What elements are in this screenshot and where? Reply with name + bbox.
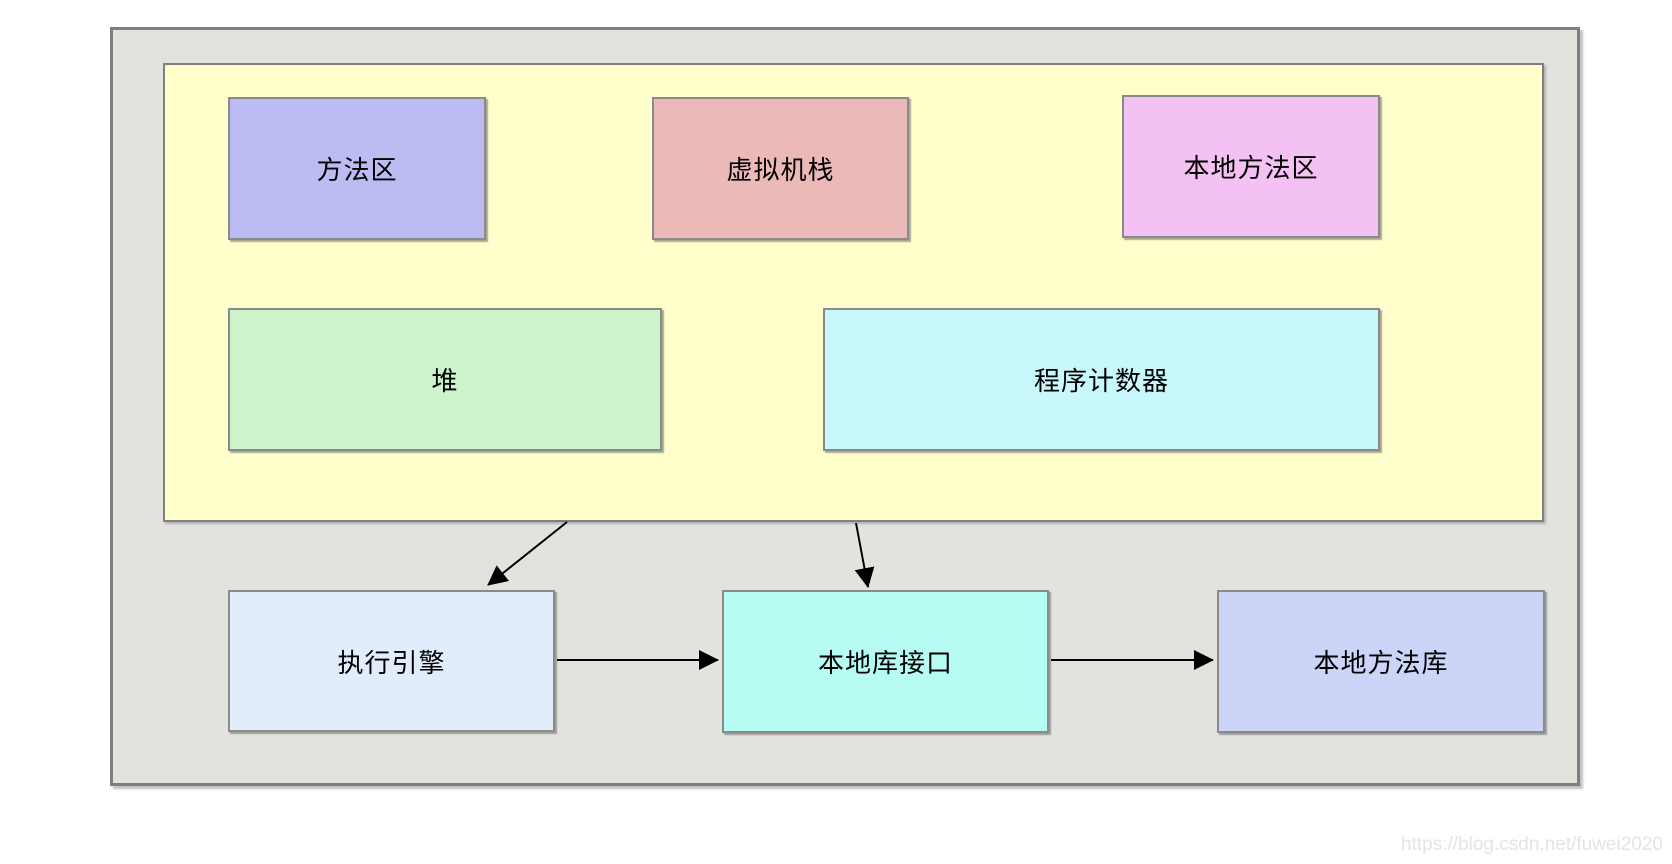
box-native-method-library: 本地方法库 <box>1217 590 1545 733</box>
box-execution-engine: 执行引擎 <box>228 590 555 732</box>
box-vm-stack: 虚拟机栈 <box>652 97 909 240</box>
box-program-counter: 程序计数器 <box>823 308 1380 451</box>
box-native-library-interface-label: 本地库接口 <box>817 648 953 678</box>
box-native-method-area-label: 本地方法区 <box>1183 153 1319 183</box>
box-method-area-label: 方法区 <box>316 155 398 185</box>
box-execution-engine-label: 执行引擎 <box>337 647 446 678</box>
box-native-method-area: 本地方法区 <box>1122 95 1380 238</box>
box-program-counter-label: 程序计数器 <box>1033 366 1169 396</box>
box-heap: 堆 <box>228 308 662 451</box>
csdn-watermark: https://blog.csdn.net/fuwei2020 <box>1401 834 1663 855</box>
box-heap-label: 堆 <box>431 366 459 396</box>
box-method-area: 方法区 <box>228 97 486 240</box>
box-vm-stack-label: 虚拟机栈 <box>726 155 835 185</box>
box-native-method-library-label: 本地方法库 <box>1313 648 1449 678</box>
box-native-library-interface: 本地库接口 <box>722 590 1049 733</box>
